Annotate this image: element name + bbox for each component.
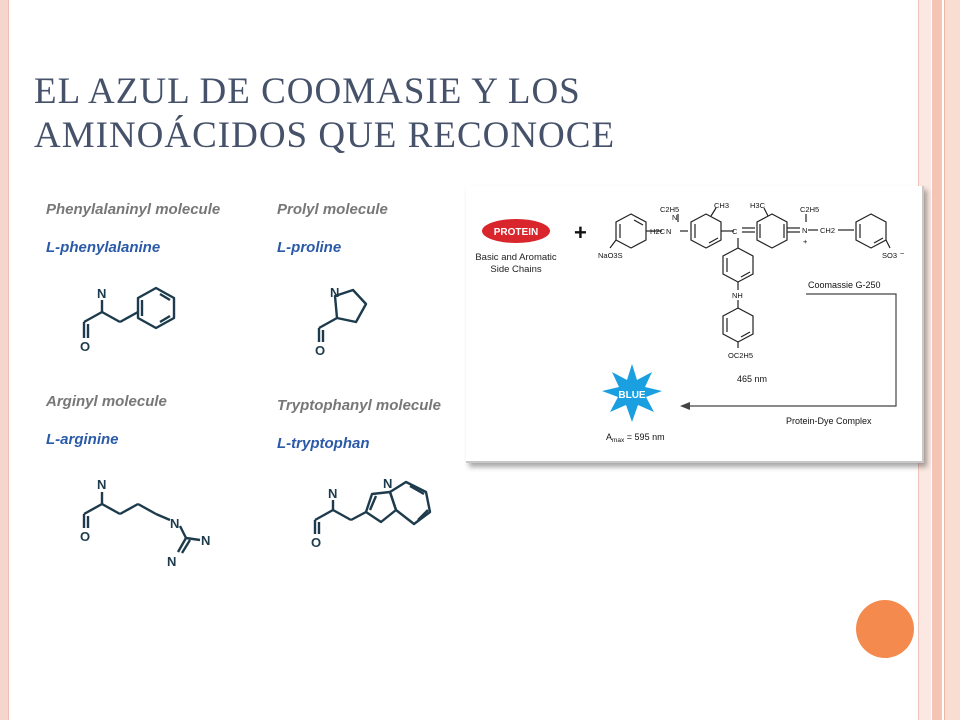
slide-left-border bbox=[0, 0, 9, 720]
group-n-left: N bbox=[672, 213, 677, 222]
slide-title: EL AZUL DE COOMASIE Y LOS AMINOÁCIDOS QU… bbox=[34, 70, 615, 158]
caption-arginyl: Arginyl molecule bbox=[45, 393, 167, 410]
caption-prolyl: Prolyl molecule bbox=[277, 201, 388, 218]
dye-name-label: Coomassie G-250 bbox=[808, 280, 881, 290]
structure-arginine bbox=[82, 492, 201, 554]
arrow-head bbox=[680, 402, 690, 410]
group-oc2h5: OC2H5 bbox=[728, 351, 753, 360]
name-l-tryptophan: L-tryptophan bbox=[277, 435, 369, 452]
amax-label: Amax = 595 nm bbox=[606, 432, 665, 444]
protein-badge: PROTEIN bbox=[482, 219, 550, 243]
structure-tryptophan bbox=[313, 480, 432, 534]
group-h2c: H2C bbox=[650, 227, 666, 236]
plus-sign: + bbox=[574, 220, 587, 245]
atom-o: O bbox=[315, 343, 325, 358]
coomassie-reaction-svg: PROTEIN Basic and Aromatic Side Chains + bbox=[475, 201, 905, 444]
blue-badge-label: BLUE bbox=[618, 390, 646, 401]
atom-n: N bbox=[167, 554, 176, 569]
reaction-arrow bbox=[688, 293, 897, 407]
amino-acid-structures-svg: Phenylalaninyl molecule Prolyl molecule … bbox=[45, 201, 441, 569]
coomassie-dye-structure bbox=[609, 207, 891, 348]
group-c2h5-right: C2H5 bbox=[800, 205, 819, 214]
group-n-right: N bbox=[802, 226, 807, 235]
protein-desc-line2: Side Chains bbox=[490, 264, 541, 275]
atom-n: N bbox=[383, 476, 392, 491]
group-h3c: H3C bbox=[750, 201, 766, 210]
protein-badge-label: PROTEIN bbox=[494, 227, 538, 238]
group-so3: SO3 bbox=[882, 251, 897, 260]
atom-n: N bbox=[97, 477, 106, 492]
wavelength-free-dye: 465 nm bbox=[737, 374, 767, 384]
atom-n: N bbox=[201, 533, 210, 548]
atom-o: O bbox=[311, 535, 321, 550]
decorative-orange-circle bbox=[856, 600, 914, 658]
caption-phenylalaninyl: Phenylalaninyl molecule bbox=[46, 201, 220, 218]
group-nh: NH bbox=[732, 291, 743, 300]
structure-proline bbox=[317, 288, 368, 342]
atom-o: O bbox=[80, 529, 90, 544]
group-c: C bbox=[732, 227, 738, 236]
blue-star-badge: BLUE bbox=[602, 364, 662, 422]
slide-right-border bbox=[918, 0, 960, 720]
atom-n: N bbox=[328, 486, 337, 501]
group-nao3s: NaO3S bbox=[598, 251, 623, 260]
protein-desc-line1: Basic and Aromatic bbox=[475, 252, 557, 263]
name-l-arginine: L-arginine bbox=[46, 431, 119, 448]
name-l-proline: L-proline bbox=[277, 239, 341, 256]
coomassie-reaction-panel: PROTEIN Basic and Aromatic Side Chains + bbox=[466, 186, 924, 463]
atom-o: O bbox=[80, 339, 90, 354]
name-l-phenylalanine: L-phenylalanine bbox=[46, 239, 160, 256]
group-plus: + bbox=[803, 237, 808, 246]
title-line-2: AMINOÁCIDOS QUE RECONOCE bbox=[34, 115, 616, 156]
group-ch3: CH3 bbox=[714, 201, 729, 210]
amino-acid-structures-panel: Phenylalaninyl molecule Prolyl molecule … bbox=[40, 188, 460, 588]
caption-tryptophanyl: Tryptophanyl molecule bbox=[277, 397, 441, 414]
atom-n: N bbox=[170, 516, 179, 531]
title-line-1: EL AZUL DE COOMASIE Y LOS bbox=[34, 71, 581, 112]
structure-phenylalanine bbox=[82, 286, 176, 338]
group-c2h5-left: C2H5 bbox=[660, 205, 679, 214]
group-ch2: CH2 bbox=[820, 226, 835, 235]
atom-n: N bbox=[97, 286, 106, 301]
group-n-left-2: N bbox=[666, 227, 671, 236]
group-minus: − bbox=[900, 249, 905, 258]
protein-dye-complex-label: Protein-Dye Complex bbox=[786, 416, 872, 426]
atom-n: N bbox=[330, 285, 339, 300]
